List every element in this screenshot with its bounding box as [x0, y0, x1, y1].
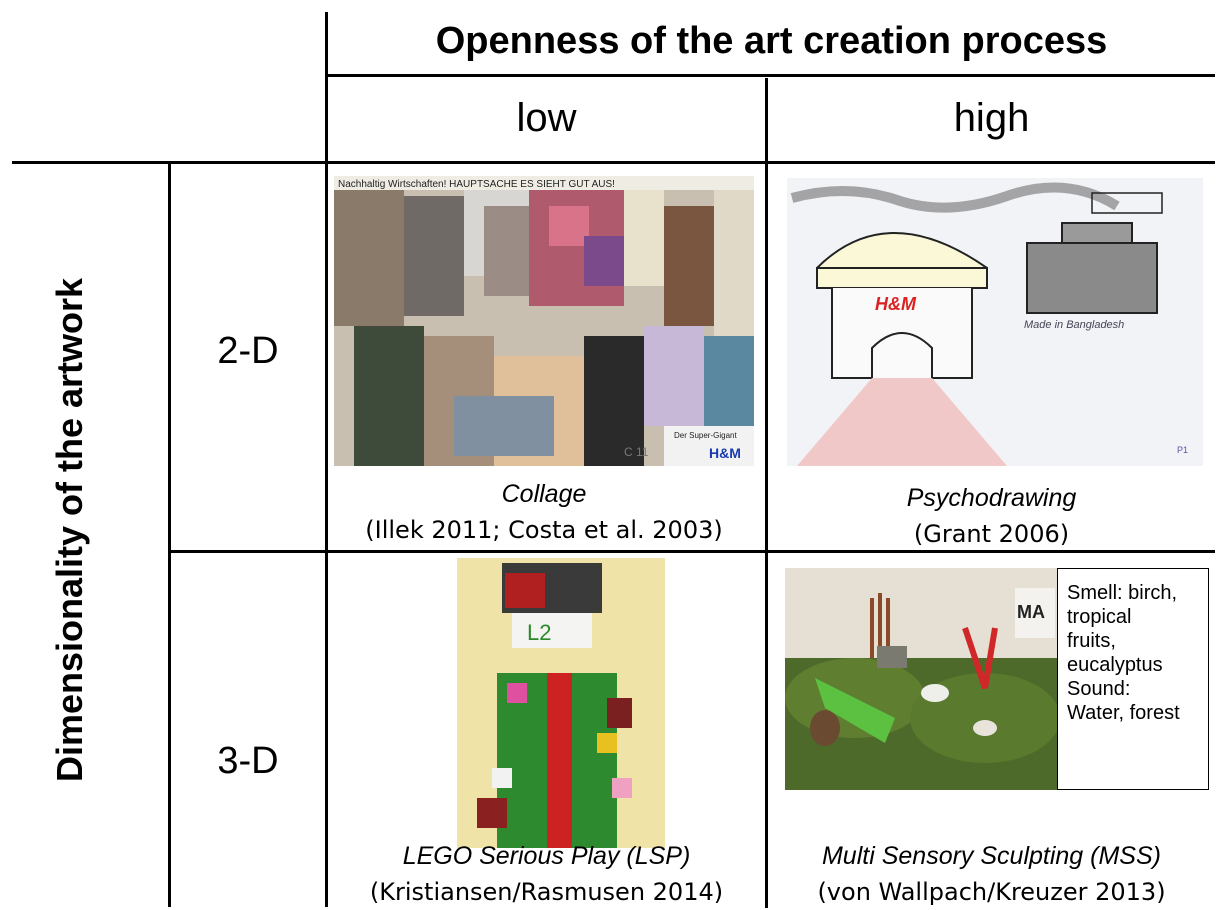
row-axis-title-box: Dimensionality of the artwork	[40, 200, 100, 860]
collage-caption: Der Super-Gigant	[674, 431, 737, 440]
lego-reference: (Kristiansen/Rasmusen 2014)	[369, 878, 724, 906]
collage-reference: (Illek 2011; Costa et al. 2003)	[365, 516, 723, 544]
psychodrawing-caption: Made in Bangladesh	[1024, 319, 1124, 331]
mss-callout-line: Sound:	[1067, 678, 1131, 700]
column-header-high: high	[953, 96, 1030, 140]
row-axis-title: Dimensionality of the artwork	[49, 277, 90, 783]
mss-callout: Smell: birch, tropical fruits, eucalyptu…	[1057, 568, 1209, 790]
grid-line-header-bottom	[12, 161, 1215, 164]
grid-line-row-split	[168, 550, 1215, 553]
collage-sticker: C 11	[624, 445, 649, 459]
psychodrawing-image: H&M Made in Bangladesh P1	[787, 178, 1203, 466]
grid-line-left-header	[325, 12, 328, 162]
collage-title: Collage	[501, 480, 587, 508]
grid-line-col-middle	[765, 78, 768, 908]
mss-callout-line: Smell: birch,	[1067, 582, 1178, 604]
mss-callout-line: tropical	[1067, 606, 1132, 628]
mss-callout-line: fruits,	[1067, 630, 1116, 652]
collage-image: Nachhaltig Wirtschaften! HAUPTSACHE ES S…	[334, 176, 754, 466]
lego-image: L2	[457, 558, 665, 848]
psychodrawing-reference: (Grant 2006)	[913, 520, 1070, 548]
mss-callout-line: Water, forest	[1067, 702, 1180, 724]
mss-sign: MA	[1017, 602, 1045, 622]
grid-line-col-split-outer	[325, 162, 328, 907]
mss-title: Multi Sensory Sculpting (MSS)	[821, 842, 1161, 870]
mss-callout-line: eucalyptus	[1067, 654, 1163, 676]
column-header-low: low	[516, 96, 577, 140]
row-header-2d: 2-D	[217, 330, 279, 372]
grid-line-header-under-title	[325, 74, 1215, 77]
psychodrawing-signature: P1	[1177, 445, 1188, 455]
collage-brand: H&M	[709, 445, 741, 461]
mss-image: MA	[785, 568, 1057, 790]
lego-title: LEGO Serious Play (LSP)	[402, 842, 691, 870]
mss-reference: (von Wallpach/Kreuzer 2013)	[817, 878, 1166, 906]
collage-top-text: Nachhaltig Wirtschaften! HAUPTSACHE ES S…	[338, 179, 615, 190]
psychodrawing-brand: H&M	[875, 294, 917, 314]
grid-line-row-labels	[168, 162, 171, 907]
row-header-3d: 3-D	[217, 740, 279, 782]
lego-label: L2	[527, 620, 551, 645]
psychodrawing-title: Psychodrawing	[906, 484, 1077, 512]
column-axis-title: Openness of the art creation process	[435, 20, 1108, 62]
